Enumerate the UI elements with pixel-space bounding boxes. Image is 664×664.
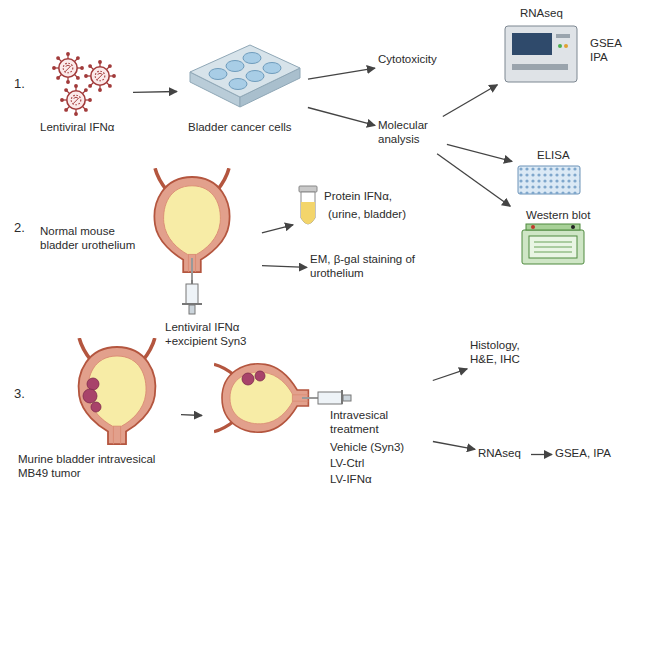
process-node: Cytotoxicity [378, 52, 458, 70]
flow-arrow [433, 369, 467, 381]
node-text: Normal mouse bladder urothelium [40, 224, 148, 253]
flow-arrow [133, 91, 177, 93]
process-node: RNAseqGSEA IPA [500, 6, 628, 86]
node-text: GSEA, IPA [555, 446, 611, 460]
node-text: ELISA [537, 148, 570, 162]
node-text: Vehicle (Syn3) [330, 440, 404, 454]
step-number: 2. [14, 220, 25, 235]
flow-arrow [308, 68, 375, 79]
node-text: LV-IFNα [330, 472, 372, 486]
flow-arrow [437, 154, 510, 207]
node-text: Protein IFNα, [324, 189, 392, 203]
process-node: Murine bladder intravesical MB49 tumor [18, 340, 178, 483]
node-text: Cytotoxicity [378, 52, 437, 66]
process-node: Protein IFNα, (urine, bladder) [296, 185, 426, 230]
process-node: Lentiviral IFNα [40, 50, 130, 137]
node-text: EM, β-gal staining of urothelium [310, 252, 438, 281]
process-node: Western blot [512, 208, 597, 268]
process-node: RNAseq [478, 446, 528, 463]
node-text: Lentiviral IFNα +excipient Syn3 [165, 320, 257, 349]
process-node: Histology, H&E, IHC [470, 338, 545, 372]
process-node: Molecular analysis [378, 118, 444, 152]
node-text: (urine, bladder) [328, 207, 406, 221]
process-node: EM, β-gal staining of urothelium [310, 252, 442, 288]
node-text: RNAseq [478, 446, 521, 460]
step-number: 1. [14, 76, 25, 91]
process-node: GSEA, IPA [555, 446, 625, 463]
flow-arrow [443, 85, 498, 117]
process-node: Bladder cancer cells [180, 40, 305, 140]
flow-arrow [262, 225, 293, 233]
node-text: Murine bladder intravesical MB49 tumor [18, 452, 176, 481]
node-text: LV-Ctrl [330, 456, 364, 470]
node-text: Western blot [526, 208, 590, 222]
flow-arrow [447, 144, 512, 161]
node-text: Bladder cancer cells [188, 120, 292, 134]
flow-arrow [262, 266, 307, 268]
flow-arrow [433, 442, 475, 450]
process-node: ELISA [515, 148, 590, 196]
flow-arrow [181, 414, 202, 416]
process-node: Normal mouse bladder urotheliumLentivira… [40, 172, 259, 351]
step-number: 3. [14, 386, 25, 401]
node-text: Intravesical treatment [330, 408, 400, 437]
node-text: GSEA IPA [590, 36, 626, 65]
flow-arrow [308, 108, 375, 126]
node-text: RNAseq [520, 6, 563, 20]
node-text: Molecular analysis [378, 118, 440, 147]
node-text: Histology, H&E, IHC [470, 338, 542, 367]
node-text: Lentiviral IFNα [40, 120, 114, 134]
process-node: Intravesical treatmentVehicle (Syn3) LV-C… [205, 350, 430, 490]
flow-arrow [531, 454, 552, 455]
